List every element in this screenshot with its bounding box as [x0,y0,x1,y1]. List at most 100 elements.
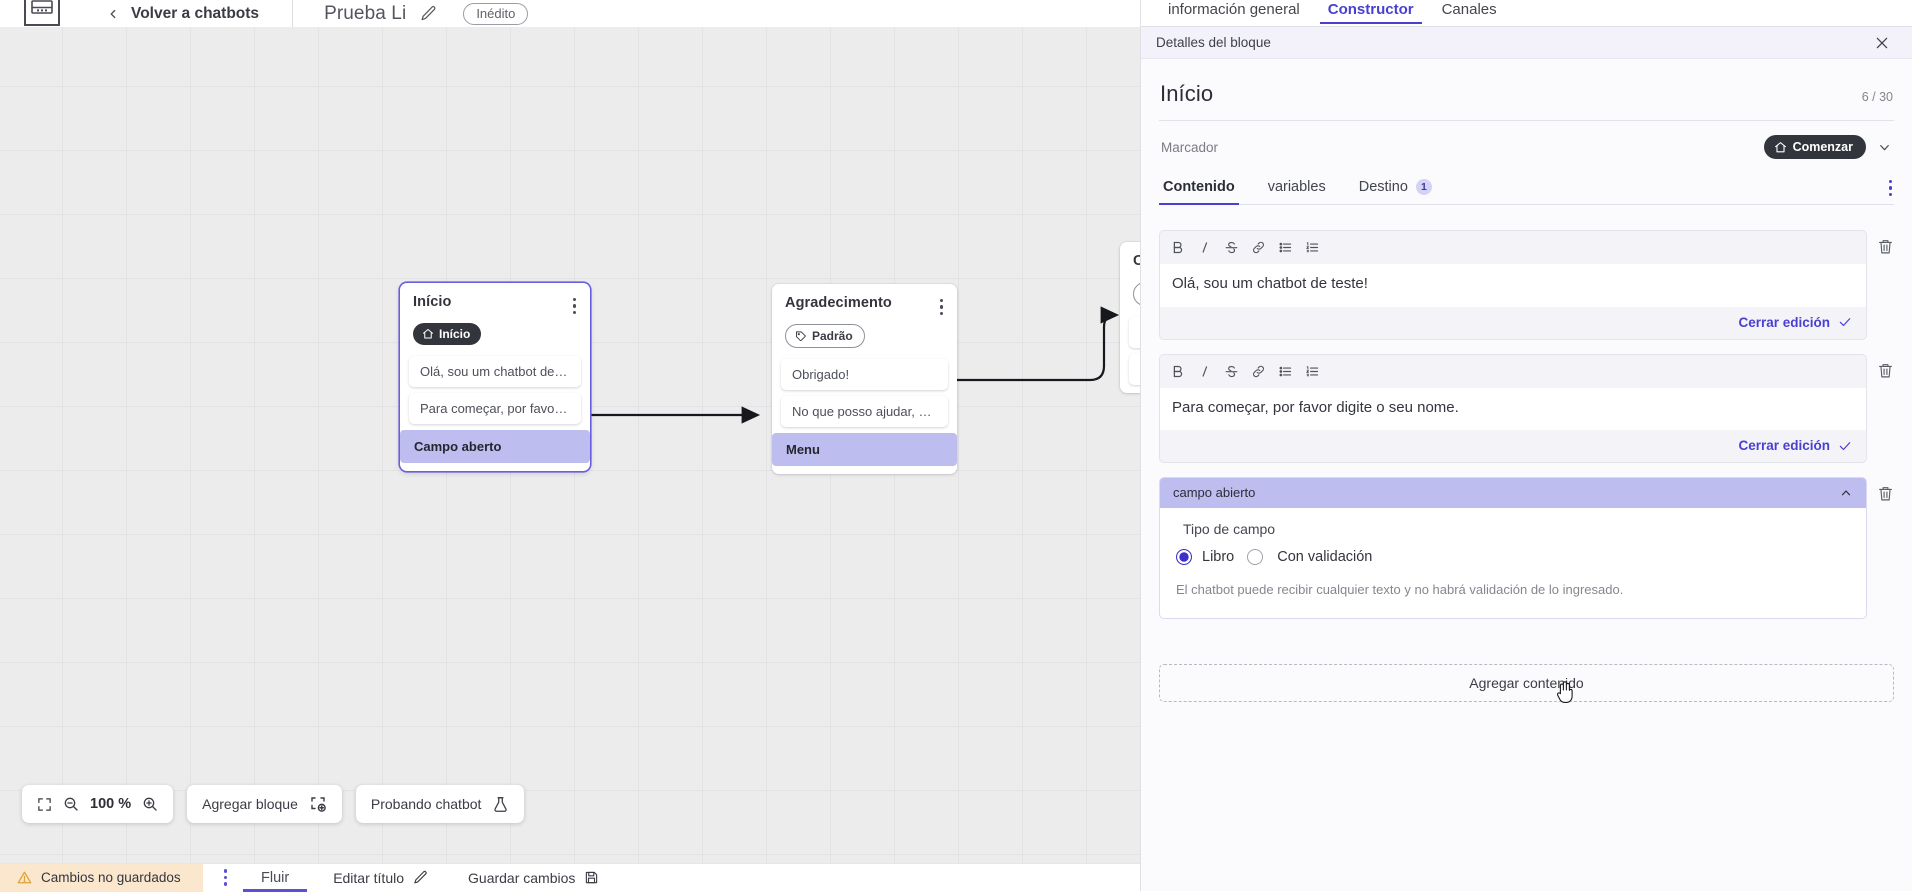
campo-abierto-help-text: El chatbot puede recibir cualquier texto… [1176,580,1830,600]
back-to-chatbots-link[interactable]: Volver a chatbots [131,5,259,23]
test-chatbot-label: Probando chatbot [371,796,482,812]
content-blocks: Olá, sou um chatbot de teste! Cerrar edi… [1159,205,1894,702]
bold-icon[interactable] [1164,236,1191,259]
italic-icon[interactable] [1191,236,1218,259]
close-edit-label: Cerrar edición [1738,315,1830,330]
tab-constructor[interactable]: Constructor [1314,0,1428,24]
node-row-list: Obrigado! No que posso ajudar, <? $name … [772,359,957,466]
status-badge: Inédito [463,3,528,25]
canvas-toolbar: 100 % Agregar bloque Probando chatbot [22,785,524,823]
node-header: Início [400,294,590,314]
tab-variables-label: variables [1268,179,1326,195]
fit-screen-icon[interactable] [37,797,52,812]
content-block-text[interactable]: Para começar, por favor digite o seu nom… [1160,388,1866,431]
content-block-wrapper: Para começar, por favor digite o seu nom… [1159,354,1894,464]
block-name: Início [1160,81,1862,107]
edit-title-button[interactable]: Editar título [333,870,428,886]
node-row-highlight[interactable]: Menu [772,433,957,466]
marcador-chip[interactable]: Comenzar [1764,135,1866,159]
add-block-button[interactable]: Agregar bloque [187,785,342,823]
bold-icon[interactable] [1164,360,1191,383]
chevron-left-icon[interactable] [106,7,120,21]
test-chatbot-button[interactable]: Probando chatbot [356,785,525,823]
tipo-de-campo-label: Tipo de campo [1183,521,1850,537]
marcador-row: Marcador Comenzar [1159,121,1894,172]
strikethrough-icon[interactable] [1218,360,1245,383]
radio-dot [1247,549,1263,565]
unsaved-changes-indicator: Cambios no guardados [0,864,203,892]
flow-node-inicio[interactable]: Início Início Olá, sou um chatbot de tes… [400,283,590,471]
warning-triangle-icon [17,870,32,885]
add-block-label: Agregar bloque [202,796,298,812]
close-icon[interactable] [1874,35,1890,51]
campo-abierto-header[interactable]: campo abierto [1160,478,1866,508]
radio-libro[interactable]: Libro [1176,549,1234,565]
flask-icon [492,796,509,813]
numbered-list-icon[interactable] [1299,360,1326,383]
tab-contenido-label: Contenido [1163,179,1235,195]
add-content-label: Agregar contenido [1469,675,1583,691]
check-icon [1838,315,1852,329]
add-content-button[interactable]: Agregar contenido [1159,664,1894,702]
node-row[interactable]: Para começar, por favor digite o ... [409,393,581,424]
editor-toolbar [1160,355,1866,388]
node-row[interactable]: Olá, sou um chatbot de teste! [409,356,581,387]
block-title-row: Início 6 / 30 [1159,59,1894,121]
campo-abierto-body: Tipo de campo Libro Con validación E [1160,508,1866,618]
tab-contenido[interactable]: Contenido [1163,172,1235,204]
panel-header-title: Detalles del bloque [1156,35,1874,50]
tag-icon [795,330,807,342]
content-tabs-kebab-menu[interactable] [1889,180,1892,196]
tab-destino-label: Destino [1359,179,1408,195]
numbered-list-icon[interactable] [1299,236,1326,259]
trash-icon[interactable] [1877,484,1894,503]
bullet-list-icon[interactable] [1272,360,1299,383]
tab-informacion-general[interactable]: información general [1154,0,1314,24]
node-row[interactable]: Obrigado! [781,359,948,390]
unsaved-changes-label: Cambios no guardados [41,870,181,885]
bullet-list-icon[interactable] [1272,236,1299,259]
save-changes-button[interactable]: Guardar cambios [468,870,599,886]
content-block-editor: Olá, sou um chatbot de teste! Cerrar edi… [1159,230,1867,340]
zoom-in-icon[interactable] [142,796,158,812]
zoom-controls[interactable]: 100 % [22,785,173,823]
zoom-out-icon[interactable] [63,796,79,812]
radio-dot-selected [1176,549,1192,565]
marcador-chip-label: Comenzar [1793,140,1853,154]
flow-node-agradecimento[interactable]: Agradecimento Padrão Obrigado! No que po… [772,284,957,474]
radio-libro-label: Libro [1202,549,1234,565]
edit-title-label: Editar título [333,870,404,886]
trash-icon[interactable] [1877,361,1894,380]
node-kebab-menu[interactable] [940,295,944,315]
link-icon[interactable] [1245,360,1272,383]
node-row[interactable]: No que posso ajudar, <? $name ... [781,396,948,427]
content-block-text[interactable]: Olá, sou um chatbot de teste! [1160,264,1866,307]
pencil-icon[interactable] [420,5,437,22]
tab-destino[interactable]: Destino 1 [1359,172,1432,204]
node-kebab-menu[interactable] [573,294,577,314]
field-block-wrapper: campo abierto Tipo de campo Libro [1159,477,1894,619]
close-edit-button[interactable]: Cerrar edición [1160,430,1866,462]
editor-toolbar [1160,231,1866,264]
save-changes-label: Guardar cambios [468,870,575,886]
chevron-down-icon[interactable] [1877,140,1892,155]
trash-icon[interactable] [1877,237,1894,256]
block-char-count: 6 / 30 [1862,90,1893,104]
content-tabs: Contenido variables Destino 1 [1159,172,1894,205]
chevron-up-icon[interactable] [1839,486,1853,500]
status-kebab-menu[interactable] [224,869,227,885]
check-icon [1838,439,1852,453]
node-row-highlight[interactable]: Campo aberto [400,430,590,463]
home-icon [422,328,434,340]
italic-icon[interactable] [1191,360,1218,383]
tab-fluir[interactable]: Fluir [257,864,293,892]
node-header: Agradecimento [772,295,957,315]
tab-canales[interactable]: Canales [1428,0,1511,24]
node-chip-padrao: Padrão [785,324,865,348]
chatbot-logo-icon[interactable] [24,0,60,26]
close-edit-button[interactable]: Cerrar edición [1160,307,1866,339]
strikethrough-icon[interactable] [1218,236,1245,259]
radio-con-validacion[interactable]: Con validación [1247,549,1372,565]
tab-variables[interactable]: variables [1268,172,1326,204]
link-icon[interactable] [1245,236,1272,259]
